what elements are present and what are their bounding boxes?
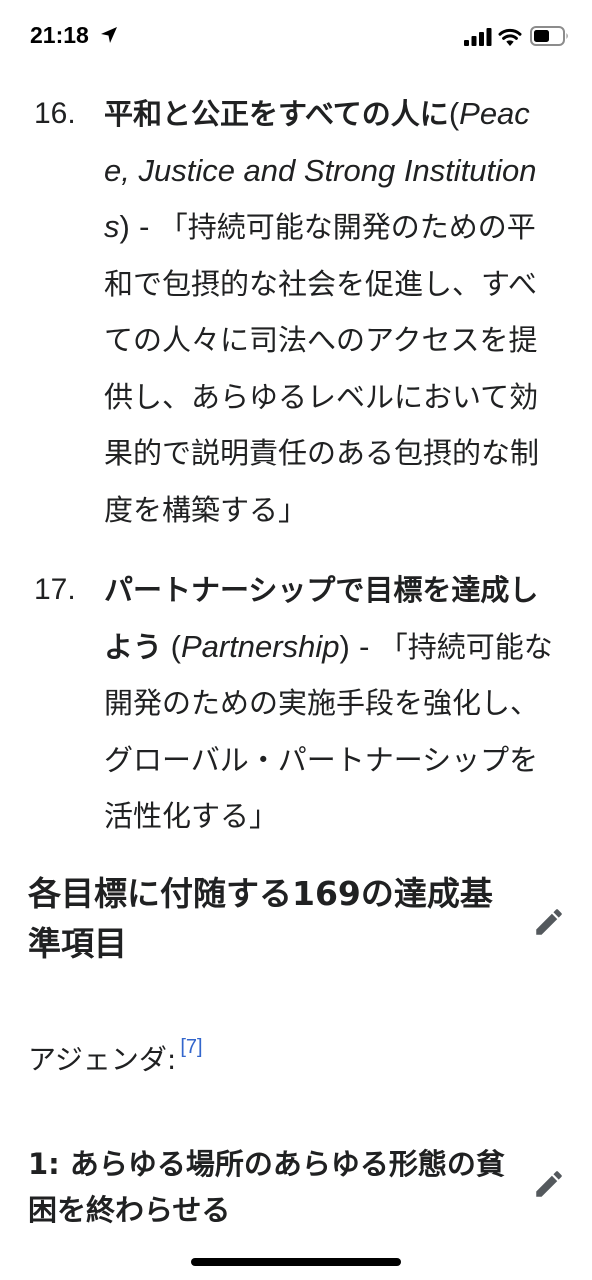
english-title: Partnership	[180, 628, 340, 664]
paren-close: )	[339, 628, 350, 664]
goal-item-17: 17. パートナーシップで目標を達成しよう (Partnership) - 「持…	[0, 562, 592, 845]
goal-english-name: (Partnership)	[162, 629, 350, 664]
goal-description: - 「持続可能な開発のための実施手段を強化し、グローバル・パートナーシップを活性…	[104, 629, 553, 834]
status-bar: 21:18	[0, 0, 592, 72]
section-heading: 各目標に付随する169の達成基準項目	[0, 869, 592, 979]
goal-number: 17.	[34, 573, 76, 606]
goal-item-16: 16. 平和と公正をすべての人に(Peace, Justice and Stro…	[0, 86, 592, 538]
subsection-heading: 1: あらゆる場所のあらゆる形態の貧困を終わらせる	[0, 1141, 592, 1241]
goal-text: 平和と公正をすべての人に(Peace, Justice and Strong I…	[104, 86, 554, 538]
cellular-signal-icon	[464, 28, 492, 46]
edit-pencil-icon[interactable]	[532, 905, 566, 939]
goal-description: - 「持続可能な開発のための平和で包摂的な社会を促進し、すべての人々に司法へのア…	[104, 210, 540, 527]
wifi-icon	[498, 28, 522, 46]
agenda-line: アジェンダ:[7]	[0, 1017, 592, 1077]
status-time: 21:18	[30, 22, 89, 48]
paren-close: )	[119, 209, 130, 244]
location-arrow-icon	[101, 27, 117, 43]
home-indicator[interactable]	[191, 1258, 401, 1266]
agenda-label: アジェンダ:	[28, 1042, 177, 1076]
goal-number: 16.	[34, 97, 76, 130]
edit-pencil-icon[interactable]	[532, 1167, 566, 1201]
goal-english-name: (Peace, Justice and Strong Institutions)	[104, 96, 537, 244]
subsection-title: 1: あらゆる場所のあらゆる形態の貧困を終わらせる	[28, 1146, 505, 1227]
article-content: 16. 平和と公正をすべての人に(Peace, Justice and Stro…	[0, 86, 592, 1241]
paren-open: (	[448, 96, 460, 131]
goal-text: パートナーシップで目標を達成しよう (Partnership) - 「持続可能な…	[104, 562, 554, 845]
goal-title: パートナーシップで目標を達成しよう	[104, 573, 539, 664]
paren-open: (	[162, 628, 181, 664]
battery-icon	[530, 26, 568, 46]
reference-link[interactable]: [7]	[180, 1035, 203, 1058]
section-title: 各目標に付随する169の達成基準項目	[28, 873, 493, 963]
goal-title: 平和と公正をすべての人に	[104, 97, 449, 131]
english-title: Peace, Justice and Strong Institutions	[104, 96, 537, 244]
